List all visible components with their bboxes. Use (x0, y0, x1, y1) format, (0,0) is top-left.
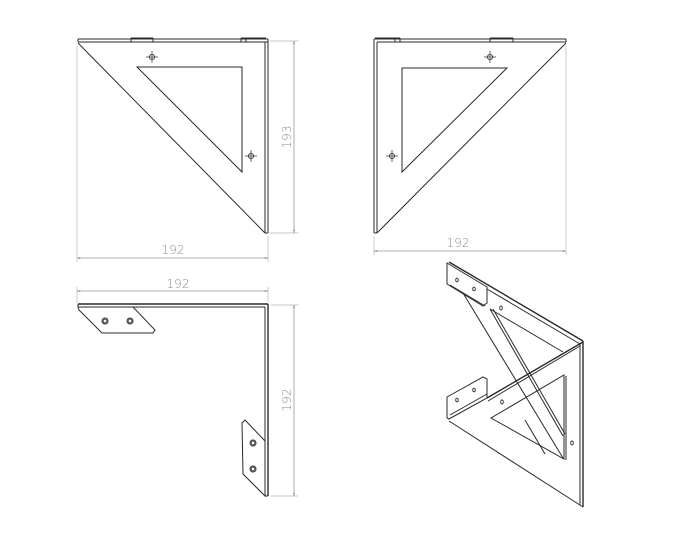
inner-triangle-cutout (135, 66, 243, 174)
bolt-hole-icon (249, 465, 257, 473)
dimension-label: 192 (447, 236, 470, 250)
bolt-hole-icon (249, 439, 257, 447)
top-view: 192 192 (76, 277, 298, 498)
dimension-width: 192 (373, 46, 567, 255)
mounting-tab (446, 262, 488, 307)
dimension-height: 193 (270, 40, 298, 234)
mounting-tab (241, 419, 266, 498)
mounting-tab (446, 376, 488, 420)
dimension-label: 192 (167, 277, 190, 291)
top-tab-marks (375, 37, 514, 42)
dimension-label: 192 (162, 243, 185, 257)
bolt-hole-icon (101, 317, 109, 325)
dimension-label: 192 (280, 389, 294, 412)
hole-crosshair-icon (484, 51, 496, 63)
mounting-tab (77, 306, 156, 334)
top-tab-marks (130, 37, 266, 42)
dimension-width: 192 (76, 46, 269, 262)
front-view-right: 192 (373, 37, 567, 255)
dimension-label: 193 (280, 126, 294, 149)
dimension-height: 192 (271, 304, 298, 497)
hole-crosshair-icon (386, 150, 398, 162)
hole-crosshair-icon (245, 150, 257, 162)
hole-crosshair-icon (146, 51, 158, 63)
inner-triangle-cutout (401, 67, 509, 174)
isometric-view (446, 261, 584, 508)
dimension-width: 192 (76, 277, 269, 303)
front-view-left: 192 193 (76, 37, 298, 262)
bolt-hole-icon (126, 317, 134, 325)
inner-triangle-cutout (489, 374, 565, 460)
